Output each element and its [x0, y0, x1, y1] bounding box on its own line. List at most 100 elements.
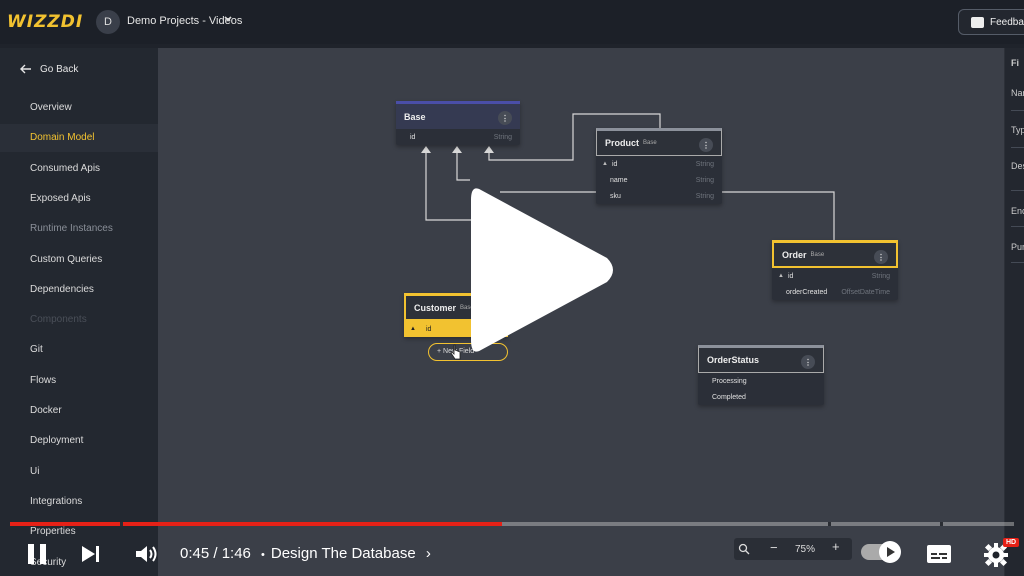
enum-value[interactable]: Processing	[712, 377, 747, 385]
panel-title: Fi	[1011, 58, 1019, 68]
chapter-marker	[120, 522, 123, 526]
sidebar-item-components[interactable]: Components	[30, 314, 87, 326]
divider	[1011, 190, 1024, 191]
entity-name: Customer	[414, 302, 457, 313]
entity-orderstatus[interactable]: OrderStatus ⋮ Processing Completed	[698, 345, 824, 405]
sidebar-item-custom-queries[interactable]: Custom Queries	[30, 253, 103, 265]
relation-line	[488, 113, 661, 161]
captions-icon[interactable]	[926, 544, 952, 569]
panel-label: Des	[1011, 161, 1024, 171]
zoom-in-button[interactable]: +	[832, 539, 840, 554]
more-vertical-icon[interactable]: ⋮	[801, 355, 815, 369]
entity-header[interactable]: Product Base ⋮	[596, 128, 722, 156]
chapter-label: Design The Database	[270, 545, 416, 562]
sidebar-item-consumed-apis[interactable]: Consumed Apis	[30, 162, 101, 174]
chevron-down-icon[interactable]	[223, 14, 233, 27]
entity-header[interactable]: Base ⋮	[396, 101, 520, 129]
divider	[1011, 226, 1024, 227]
relation-line	[456, 152, 470, 181]
key-icon: ▲	[778, 273, 784, 279]
diagram-canvas[interactable]	[158, 48, 1004, 576]
divider	[1011, 110, 1024, 111]
next-icon[interactable]	[80, 544, 102, 569]
sidebar-item-deployment[interactable]: Deployment	[30, 435, 84, 447]
play-overlay-icon[interactable]	[463, 170, 623, 370]
entity-tag: Base	[643, 140, 657, 146]
project-selector[interactable]: Demo Projects - Videos	[127, 15, 243, 27]
divider	[1011, 262, 1024, 263]
panel-label: Enc	[1011, 206, 1024, 216]
entity-name: OrderStatus	[707, 355, 760, 365]
panel-label: Nar	[1011, 88, 1024, 98]
entity-tag: Base	[460, 304, 474, 311]
time-display: 0:45 / 1:46	[180, 545, 251, 562]
entity-field[interactable]: ▲ id String	[778, 272, 890, 280]
sidebar-item-ui[interactable]: Ui	[30, 465, 40, 477]
go-back-button[interactable]: Go Back	[20, 62, 78, 77]
arrow-head	[421, 146, 431, 153]
video-progress-fill	[10, 522, 502, 526]
pause-icon[interactable]	[26, 542, 48, 571]
arrow-head	[484, 146, 494, 153]
entity-header[interactable]: Order Base ⋮	[772, 240, 898, 268]
zoom-out-button[interactable]: −	[770, 540, 778, 555]
sidebar-item-properties[interactable]: Properties	[30, 526, 76, 538]
video-progress-bar[interactable]	[10, 522, 1014, 526]
sidebar-item-docker[interactable]: Docker	[30, 405, 62, 416]
sidebar-item-domain-model[interactable]: Domain Model	[0, 124, 158, 153]
sidebar-item-flows[interactable]: Flows	[30, 374, 57, 386]
more-vertical-icon[interactable]: ⋮	[699, 138, 713, 152]
properties-panel: Fi Nar Typ Des Enc Pur	[1004, 48, 1024, 576]
entity-field[interactable]: ▲ id String	[602, 160, 714, 168]
hd-badge: HD	[1003, 538, 1020, 547]
sidebar-item-git[interactable]: Git	[30, 344, 43, 356]
entity-base[interactable]: Base ⋮ id String	[396, 101, 520, 145]
zoom-toolbar	[734, 538, 852, 560]
entity-tag: Base	[810, 251, 825, 258]
entity-product[interactable]: Product Base ⋮ ▲ id String name String s…	[596, 128, 722, 204]
go-back-label: Go Back	[40, 64, 79, 75]
more-vertical-icon[interactable]: ⋮	[874, 250, 888, 264]
sidebar-item-integrations[interactable]: Integrations	[30, 495, 83, 507]
volume-icon[interactable]	[134, 543, 160, 570]
search-icon[interactable]	[738, 542, 750, 560]
relation-line	[425, 152, 480, 221]
sidebar-item-overview[interactable]: Overview	[30, 102, 72, 113]
key-icon: ▲	[410, 326, 416, 332]
enum-value[interactable]: Completed	[712, 393, 746, 401]
panel-label: Typ	[1011, 125, 1024, 135]
top-bar: WIZZDI D Demo Projects - Videos Feedback	[0, 0, 1024, 44]
arrow-left-icon	[20, 62, 32, 77]
feedback-label: Feedback	[990, 16, 1024, 28]
project-avatar[interactable]: D	[96, 10, 120, 34]
chapter-marker	[940, 522, 943, 526]
entity-header[interactable]: OrderStatus ⋮	[698, 345, 824, 373]
chapter-marker	[828, 522, 831, 526]
video-controls: 0:45 / 1:46 • Design The Database › − 75%…	[0, 530, 1024, 576]
entity-order[interactable]: Order Base ⋮ ▲ id String orderCreated Of…	[772, 240, 898, 300]
settings-gear-icon[interactable]	[983, 542, 1009, 573]
sidebar-item-exposed-apis[interactable]: Exposed Apis	[30, 192, 91, 204]
sidebar-item-runtime-instances[interactable]: Runtime Instances	[30, 223, 113, 235]
panel-label: Pur	[1011, 242, 1024, 252]
entity-field[interactable]: id String	[410, 133, 512, 141]
entity-field[interactable]: orderCreated OffsetDateTime	[786, 288, 890, 296]
sidebar-item-security[interactable]: Security	[30, 556, 67, 568]
autoplay-toggle-knob	[879, 541, 901, 563]
entity-field[interactable]: sku String	[610, 192, 714, 200]
feedback-button[interactable]: Feedback	[958, 9, 1024, 35]
entity-name: Product	[605, 138, 640, 148]
sidebar-item-dependencies[interactable]: Dependencies	[30, 283, 94, 295]
more-vertical-icon[interactable]: ⋮	[498, 111, 512, 125]
zoom-level: 75%	[795, 544, 816, 555]
key-icon: ▲	[602, 161, 608, 167]
chapter-title[interactable]: • Design The Database ›	[261, 545, 431, 562]
chevron-right-icon: ›	[425, 545, 431, 562]
arrow-head	[452, 146, 462, 153]
chat-icon	[971, 16, 984, 28]
bullet: •	[261, 549, 265, 561]
entity-field[interactable]: name String	[610, 176, 714, 184]
divider	[1011, 147, 1024, 148]
